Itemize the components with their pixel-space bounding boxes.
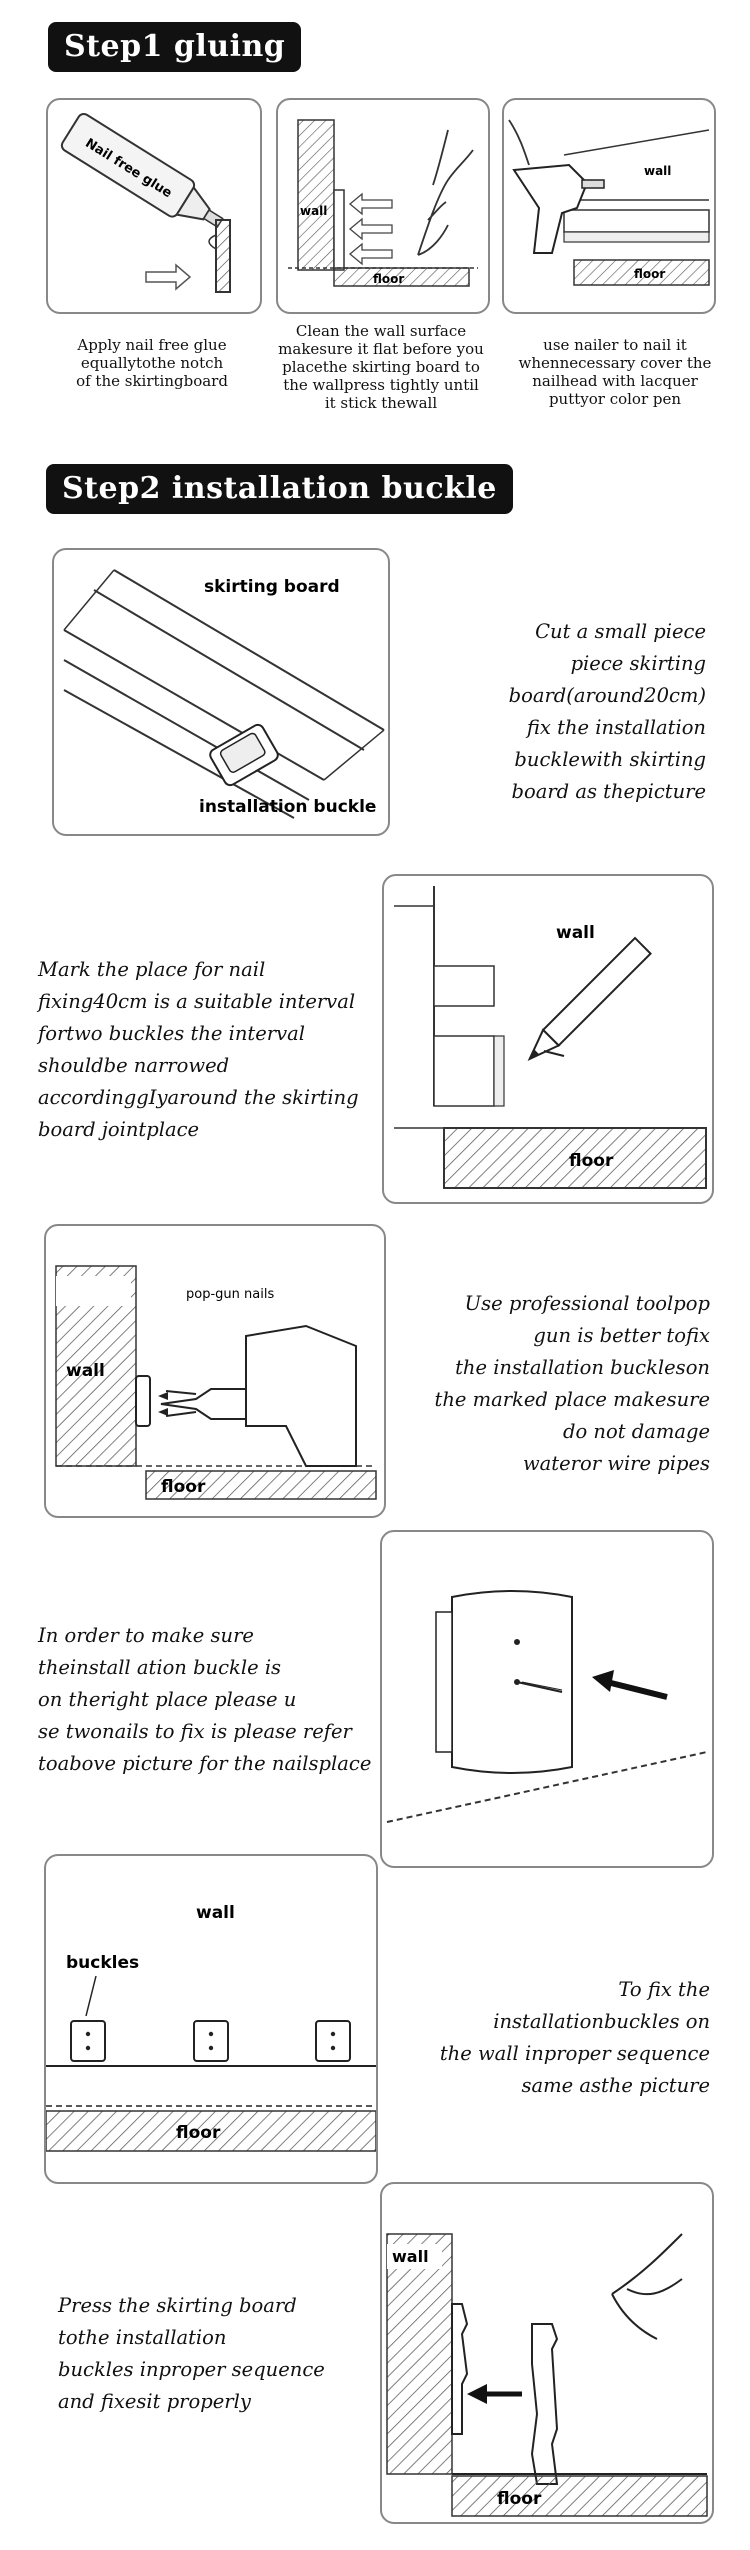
wall-label: wall	[556, 923, 595, 943]
nailer-drawing: wall floor	[508, 119, 710, 286]
floor-label: floor	[161, 1477, 206, 1497]
glue-tube-drawing: Nail free glue	[60, 112, 231, 293]
arrow-left-icon	[467, 2384, 522, 2404]
buckle-board-drawing: skirting board installation buckle	[63, 569, 385, 819]
press-board-drawing: wall floor	[386, 2233, 708, 2517]
wall-press-illustration: wall floor	[276, 98, 490, 314]
buckles-label: buckles	[66, 1953, 139, 1973]
floor-label: floor	[176, 2123, 221, 2143]
step2-text-4: In order to make sure theinstall ation b…	[38, 1624, 372, 1775]
mark-place-drawing: wall floor	[394, 886, 707, 1189]
step2-text-3: Use professional toolpop gun is better t…	[434, 1292, 710, 1475]
buckles-wall-drawing: wall buckles floor	[46, 1903, 376, 2152]
wall-label: wall	[66, 1361, 105, 1381]
floor-label: floor	[497, 2489, 542, 2509]
step1-caption-1: Apply nail free glue equallytothe notch …	[76, 336, 228, 390]
pop-gun-illustration: wall floor pop-gun nails	[44, 1224, 386, 1518]
mark-place-illustration: wall floor	[382, 874, 714, 1204]
step2-title: Step2 installation buckle	[46, 464, 513, 514]
press-board-illustration: wall floor	[380, 2182, 714, 2524]
wall-label: wall	[196, 1903, 235, 1923]
two-nails-illustration	[380, 1530, 714, 1868]
step1-caption-2: Clean the wall surface makesure it flat …	[278, 322, 484, 412]
step2-text-1: Cut a small piece piece skirting board(a…	[508, 620, 706, 803]
two-nails-drawing	[386, 1590, 708, 1823]
step1-caption-3: use nailer to nail it whennecessary cove…	[518, 336, 712, 408]
step2-text-6: Press the skirting board tothe installat…	[58, 2294, 325, 2413]
pop-gun-drawing: wall floor pop-gun nails	[55, 1265, 377, 1500]
step1-title: Step1 gluing	[48, 22, 302, 72]
installation-buckle-label: installation buckle	[199, 797, 376, 817]
floor-label: floor	[634, 267, 665, 281]
wall-press-drawing: wall floor	[288, 119, 478, 287]
wall-label: wall	[300, 204, 327, 218]
wall-label: wall	[392, 2247, 429, 2266]
buckles-wall-illustration: wall buckles floor	[44, 1854, 378, 2184]
nailer-illustration: wall floor	[502, 98, 716, 314]
pencil-icon	[527, 936, 652, 1061]
glue-tube-illustration: Nail free glue	[46, 98, 262, 314]
step2-text-2: Mark the place for nail fixing40cm is a …	[38, 958, 359, 1141]
floor-label: floor	[373, 272, 404, 286]
step2-text-5: To fix the installationbuckles on the wa…	[439, 1978, 710, 2097]
skirting-board-label: skirting board	[204, 577, 340, 597]
pop-gun-nails-label: pop-gun nails	[186, 1287, 274, 1302]
wall-label: wall	[644, 164, 671, 178]
floor-label: floor	[569, 1151, 614, 1171]
buckle-board-illustration: skirting board installation buckle	[52, 548, 390, 836]
arrow-left-icon	[592, 1670, 668, 1700]
